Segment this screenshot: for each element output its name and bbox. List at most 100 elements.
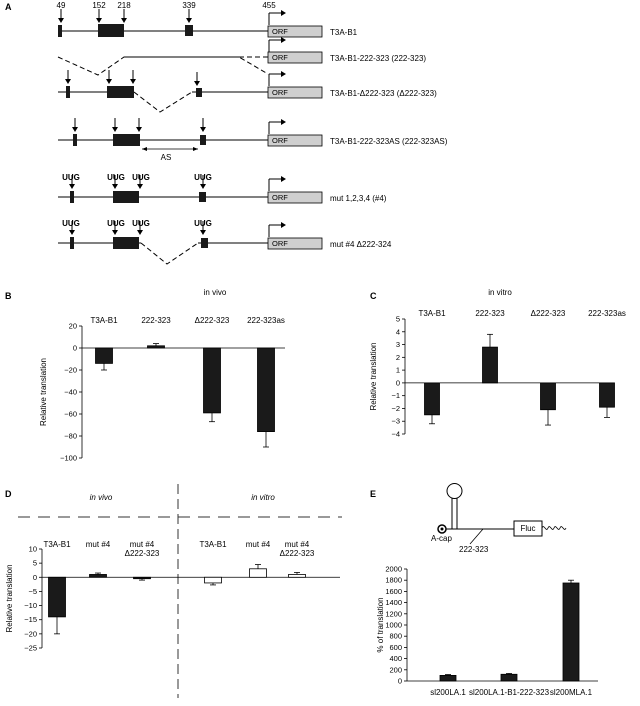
y-axis-label: Relative translation <box>39 358 48 426</box>
pos-152: 152 <box>92 1 106 10</box>
y-tick-label: 1800 <box>385 576 402 585</box>
bar <box>95 347 113 364</box>
bar <box>204 576 222 584</box>
y-tick-label: −60 <box>64 410 77 419</box>
construct-222-323: ORF T3A-B1-222-323 (222-323) <box>57 36 426 76</box>
y-tick-label: −4 <box>391 430 400 439</box>
y-tick-label: −10 <box>24 601 37 610</box>
orf-label: ORF <box>272 27 288 36</box>
panel-b-title: in vivo <box>204 288 227 297</box>
orf-label: ORF <box>272 88 288 97</box>
bar <box>89 574 107 578</box>
y-tick-label: 1200 <box>385 609 402 618</box>
y-tick-label: −40 <box>64 388 77 397</box>
y-tick-label: −100 <box>60 454 77 463</box>
construct-222-323as: AS ORF T3A-B1-222-323AS (222-323AS) <box>58 117 448 162</box>
construct-label-1: T3A-B1 <box>330 28 358 37</box>
panel-a-label: A <box>5 2 12 12</box>
orf-label: ORF <box>272 239 288 248</box>
region-label: 222-323 <box>459 545 489 554</box>
construct-schematic: Fluc A-cap 222-323 <box>431 483 567 554</box>
group-title-in-vitro: in vitro <box>251 493 275 502</box>
category-label: Δ222-323 <box>280 549 315 558</box>
bar <box>500 673 518 682</box>
category-label: 222-323as <box>247 316 285 325</box>
a-cap-label: A-cap <box>431 534 452 543</box>
y-tick-label: −5 <box>28 587 37 596</box>
panel-e: E Fluc A-cap 222-323 2000180016001400120… <box>370 483 598 697</box>
bar <box>203 347 221 414</box>
y-tick-label: 1600 <box>385 587 402 596</box>
orf-label: ORF <box>272 53 288 62</box>
category-label: 222-323 <box>141 316 171 325</box>
bar <box>288 574 306 578</box>
construct-mut-4: UUG UUG UUG UUG ORF mut 1,2,3,4 (#4) <box>58 173 387 204</box>
panel-c-title: in vitro <box>488 288 512 297</box>
bar <box>540 382 556 411</box>
construct-label-5: mut 1,2,3,4 (#4) <box>330 194 387 203</box>
y-tick-label: 0 <box>33 573 37 582</box>
construct-label-2: T3A-B1-222-323 (222-323) <box>330 54 426 63</box>
y-tick-label: 200 <box>389 665 402 674</box>
poly-a-tail <box>541 526 567 530</box>
y-tick-label: −15 <box>24 615 37 624</box>
y-tick-label: −20 <box>64 366 77 375</box>
category-label: T3A-B1 <box>418 309 446 318</box>
y-tick-label: 600 <box>389 643 402 652</box>
y-tick-label: −25 <box>24 644 37 653</box>
category-label: sl200MLA.1 <box>550 688 593 697</box>
y-tick-label: 400 <box>389 654 402 663</box>
category-label: mut #4 <box>285 540 310 549</box>
category-label: mut #4 <box>86 540 111 549</box>
y-tick-label: −80 <box>64 432 77 441</box>
y-tick-label: −2 <box>391 404 400 413</box>
orf-label: ORF <box>272 136 288 145</box>
uug-1: UUG <box>62 173 80 182</box>
bar <box>249 568 267 578</box>
y-tick-label: 3 <box>396 340 400 349</box>
pos-455: 455 <box>262 1 276 10</box>
panel-e-label: E <box>370 489 376 499</box>
y-tick-label: 0 <box>398 677 402 686</box>
y-tick-label: 1000 <box>385 621 402 630</box>
group-title-in-vivo: in vivo <box>90 493 113 502</box>
panel-c-label: C <box>370 291 377 301</box>
category-label: Δ222-323 <box>125 549 160 558</box>
y-tick-label: 5 <box>33 559 37 568</box>
y-tick-label: 2000 <box>385 565 402 574</box>
uug-3: UUG <box>132 173 150 182</box>
orf-label: ORF <box>272 193 288 202</box>
pos-339: 339 <box>182 1 196 10</box>
y-tick-label: −20 <box>24 629 37 638</box>
y-tick-label: −1 <box>391 391 400 400</box>
y-tick-label: 10 <box>29 545 37 554</box>
bar <box>562 582 580 682</box>
bar <box>482 346 498 384</box>
bar <box>133 576 151 580</box>
y-tick-label: −3 <box>391 417 400 426</box>
category-label: sl200LA.1-B1-222-323 <box>469 688 550 697</box>
panel-d-label: D <box>5 489 12 499</box>
uug-1: UUG <box>62 219 80 228</box>
y-tick-label: 1400 <box>385 598 402 607</box>
panel-d: D in vivo in vitro 1050−5−10−15−20−25Rel… <box>5 484 342 698</box>
y-axis-label: % of translation <box>376 597 385 652</box>
y-tick-label: 2 <box>396 353 400 362</box>
construct-label-3: T3A-B1-Δ222-323 (Δ222-323) <box>330 89 437 98</box>
bar <box>424 382 440 416</box>
category-label: Δ222-323 <box>531 309 566 318</box>
category-label: 222-323as <box>588 309 626 318</box>
y-tick-label: 1 <box>396 366 400 375</box>
construct-label-4: T3A-B1-222-323AS (222-323AS) <box>330 137 448 146</box>
panel-a: A 49 152 218 339 455 ORF T3A-B1 <box>5 1 448 265</box>
category-label: mut #4 <box>130 540 155 549</box>
category-label: T3A-B1 <box>199 540 227 549</box>
construct-mut-4-delta: UUG UUG UUG UUG ORF mut #4 Δ222-324 <box>58 219 392 265</box>
construct-delta-222-323: ORF T3A-B1-Δ222-323 (Δ222-323) <box>58 69 437 113</box>
